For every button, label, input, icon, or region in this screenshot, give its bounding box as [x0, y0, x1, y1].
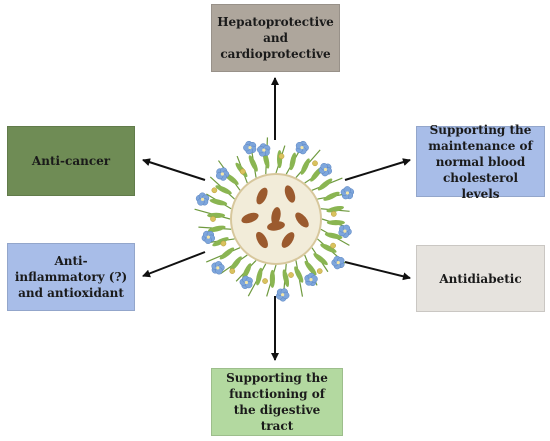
flax-seed	[256, 187, 268, 205]
flax-wreath	[194, 137, 355, 302]
flax-seed	[295, 212, 309, 228]
leaf	[208, 225, 226, 233]
benefit-box-digestive: Supporting the functioning of the digest…	[211, 368, 343, 436]
arrows	[142, 77, 411, 361]
arrow-left2	[142, 251, 206, 278]
leaf	[219, 247, 235, 260]
benefit-label-anti-inflammatory: Anti-inflammatory (?) and antioxidant	[14, 254, 128, 300]
benefit-label-anti-cancer: Anti-cancer	[31, 154, 111, 168]
leaf	[229, 256, 242, 271]
leaf	[269, 269, 276, 288]
flax-bud-icon	[211, 187, 218, 194]
benefit-box-anti-inflammatory: Anti-inflammatory (?) and antioxidant	[7, 243, 135, 311]
flax-flower-icon	[331, 255, 345, 270]
leaf	[242, 263, 252, 280]
leaf	[320, 243, 337, 253]
flax-bud-icon	[229, 268, 236, 274]
flax-flower-icon	[216, 167, 230, 181]
flax-flower-icon	[276, 288, 290, 302]
flax-seed	[271, 207, 281, 225]
leaf	[313, 253, 328, 266]
leaf	[300, 158, 310, 175]
flax-flower-icon	[195, 192, 210, 206]
flax-seed	[281, 232, 295, 248]
leaf	[294, 266, 304, 283]
benefit-box-anti-cancer: Anti-cancer	[7, 126, 135, 196]
flax-seeds	[241, 185, 309, 249]
benefit-box-cholesterol: Supporting the maintenance of normal blo…	[416, 123, 545, 201]
flax-bud-icon	[288, 272, 294, 278]
flax-seed	[256, 231, 268, 249]
leaf	[304, 260, 317, 276]
flax-bud-icon	[262, 278, 268, 284]
benefit-box-hepatoprotective: Hepatoprotective and cardioprotective	[211, 4, 340, 72]
leaf	[323, 191, 340, 201]
leaf	[209, 198, 228, 206]
flax-flower-icon	[201, 230, 216, 244]
leaf	[215, 185, 232, 195]
flax-seed	[267, 221, 285, 231]
flax-flower-icon	[318, 163, 332, 177]
flax-flower-icon	[340, 186, 355, 200]
leaf	[248, 155, 258, 172]
leaf	[207, 212, 226, 219]
leaf	[326, 219, 345, 226]
leaf	[212, 237, 229, 247]
flax-bud-icon	[316, 268, 323, 274]
leaf	[276, 150, 283, 169]
leaf	[289, 152, 297, 171]
flax-flower-icon	[338, 224, 352, 238]
flax-bud-icon	[312, 160, 318, 167]
flax-flower-icon	[211, 261, 225, 275]
arrow-right	[344, 158, 411, 181]
flax-flower-icon	[257, 143, 271, 157]
flax-bud-icon	[278, 153, 285, 160]
flax-bud-icon	[220, 240, 227, 247]
benefit-box-antidiabetic: Antidiabetic	[416, 245, 545, 312]
leaf	[282, 269, 290, 287]
flax-bud-icon	[239, 168, 246, 175]
flax-flower-icon	[295, 140, 309, 155]
leaf	[255, 267, 263, 286]
flax-bud-icon	[330, 242, 336, 249]
flax-bud-icon	[210, 216, 216, 222]
flax-seed	[284, 185, 296, 203]
arrow-right2	[344, 261, 411, 281]
flax-flower-icon	[304, 272, 318, 287]
leaf	[324, 232, 343, 240]
benefit-label-hepatoprotective: Hepatoprotective and cardioprotective	[217, 15, 334, 61]
benefit-label-antidiabetic: Antidiabetic	[439, 271, 522, 286]
flax-flower-icon	[239, 275, 253, 289]
flax-bud-icon	[330, 211, 337, 217]
leaf	[317, 178, 333, 191]
benefit-label-digestive: Supporting the functioning of the digest…	[226, 371, 328, 433]
benefit-label-cholesterol: Supporting the maintenance of normal blo…	[428, 122, 533, 201]
flax-flower-icon	[243, 140, 257, 155]
flax-seed	[241, 212, 259, 224]
arrow-left	[142, 158, 206, 181]
leaf	[326, 205, 344, 213]
